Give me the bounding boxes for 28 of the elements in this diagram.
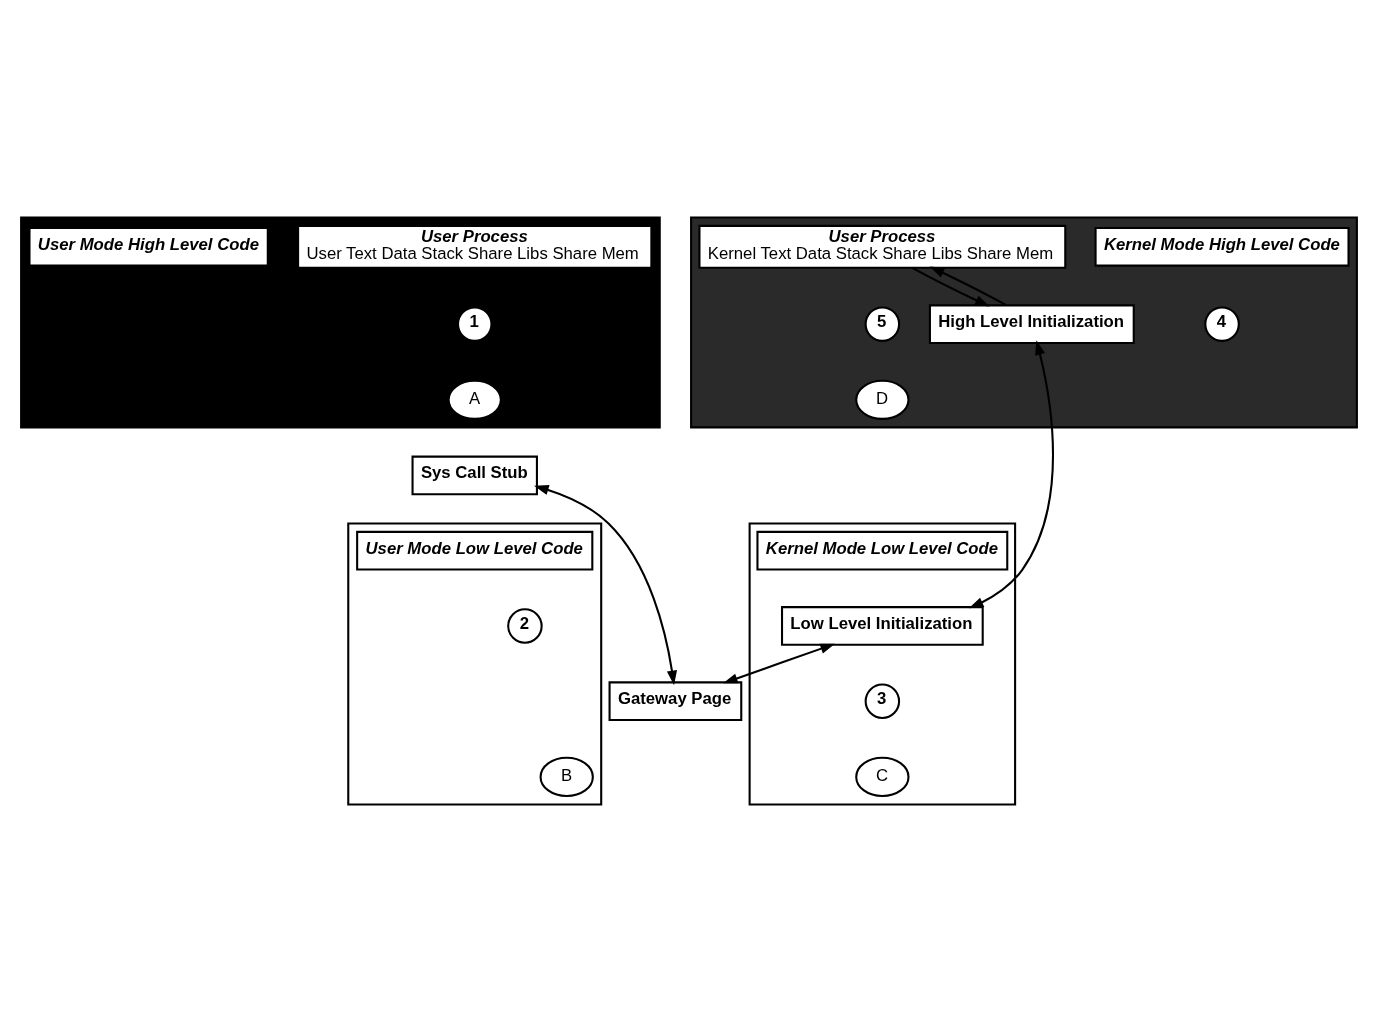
node-box: User Process Kernel Text Data Stack Share Libs Share Mem <box>698 224 1067 269</box>
node-box: High Level Initialization <box>928 303 1135 344</box>
node-box: Kernel Mode Low Level Code <box>756 530 1009 571</box>
node-circle: 5 <box>864 305 901 342</box>
cluster <box>690 216 1358 428</box>
node-box: Sys Call Stub <box>411 455 538 495</box>
cluster <box>748 522 1017 805</box>
node-circle: 2 <box>507 607 543 644</box>
arrow <box>534 484 678 685</box>
node-circle: 3 <box>864 682 901 719</box>
node-circle: 4 <box>1204 305 1240 342</box>
node-box: Kernel Mode High Level Code <box>1094 226 1350 267</box>
node-circle: 1 <box>456 305 493 342</box>
node-ellipse: A <box>447 379 502 420</box>
arrow <box>723 643 835 683</box>
node-ellipse: B <box>539 756 594 797</box>
cluster <box>347 522 603 805</box>
arrow <box>911 266 990 307</box>
arrow <box>929 265 1007 306</box>
node-box: User Mode High Level Code <box>28 226 269 267</box>
arrow <box>968 339 1054 608</box>
node-box: Low Level Initialization <box>780 605 984 646</box>
cluster <box>20 216 661 428</box>
node-box: User Mode Low Level Code <box>356 530 594 571</box>
node-box: Gateway Page <box>608 680 743 721</box>
node-ellipse: D <box>855 379 910 420</box>
node-box: User Process User Text Data Stack Share Libs Share Mem <box>297 224 653 269</box>
node-ellipse: C <box>855 756 910 797</box>
